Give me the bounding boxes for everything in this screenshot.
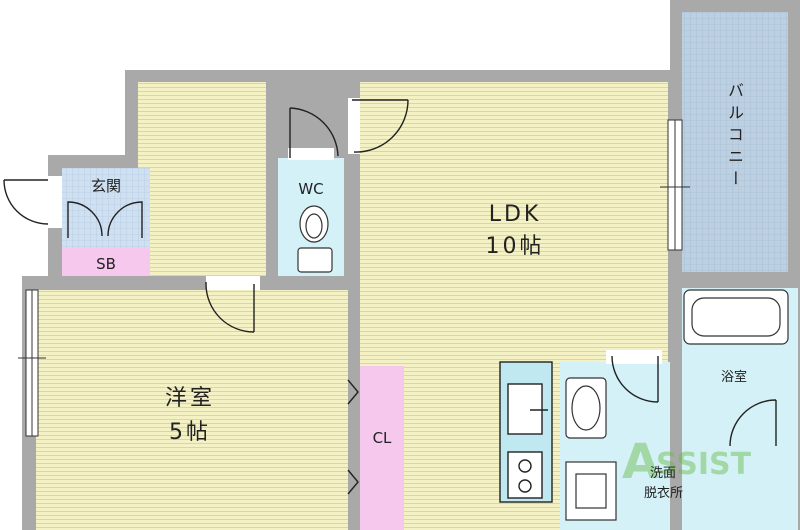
assist-logo: A SSIST [622, 434, 752, 490]
entrance-door-gap [48, 176, 62, 228]
entrance-label: 玄関 [90, 177, 121, 195]
western-room-floor [36, 290, 348, 530]
doors [3, 98, 777, 495]
ldk-name: LDK [488, 202, 542, 227]
entrance-floor [62, 168, 150, 248]
hall-floor [138, 82, 266, 276]
sink-icon [507, 383, 543, 435]
washing-machine-icon [565, 461, 617, 521]
svg-text:A: A [622, 434, 659, 490]
western-door-gap [206, 276, 260, 290]
cl-label: CL [372, 429, 392, 447]
bath-label: 浴室 [720, 370, 747, 385]
western-room-size: 5帖 [169, 420, 211, 445]
western-room-name: 洋室 [164, 386, 215, 411]
entrance-arches [67, 201, 143, 238]
toilet-icon [297, 205, 333, 273]
windows [18, 119, 690, 437]
kitchen-counter [499, 361, 553, 503]
washbasin-icon [565, 377, 607, 439]
washroom-label-line1: 洗面 [650, 466, 677, 481]
sb-storage [62, 248, 150, 276]
svg-text:SSIST: SSIST [656, 447, 752, 482]
wc-door-gap [288, 148, 334, 160]
cl-storage [360, 366, 404, 530]
balcony-label: バルコニー [725, 82, 744, 192]
ldk-size: 10帖 [485, 234, 545, 259]
ldk-door-gap [348, 98, 360, 154]
bathtub-icon [683, 289, 789, 345]
washroom-door-gap [606, 350, 662, 364]
kitchen-floor [418, 362, 500, 530]
sb-label: SB [96, 255, 116, 273]
balcony-floor [682, 12, 788, 272]
wc-label: WC [298, 180, 324, 198]
washroom-label-line2: 脱衣所 [644, 486, 684, 501]
